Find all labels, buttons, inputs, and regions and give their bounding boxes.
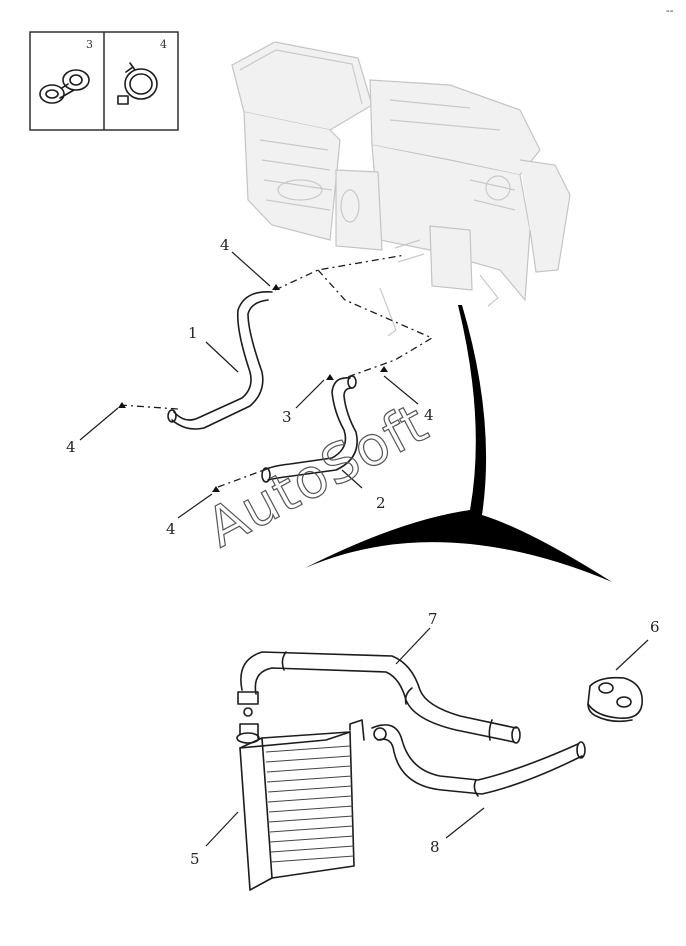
corner-mark: --	[666, 4, 674, 17]
callout-4-top: 4	[220, 236, 230, 254]
detail-transition-swoop	[305, 305, 612, 582]
callout-numbers: 1 2 3 4 4 4 4 5 6 7 8	[66, 236, 660, 868]
callout-4-bottom: 4	[166, 520, 176, 538]
leader-lines	[79, 251, 649, 847]
heater-hose-2	[261, 375, 358, 483]
inset-label-4: 4	[160, 38, 167, 51]
hose-clamp-4-icon	[117, 62, 158, 105]
callout-6: 6	[650, 618, 660, 636]
hvac-housing-ghost	[231, 41, 571, 337]
heater-core-5	[236, 719, 365, 891]
connection-lines	[119, 254, 434, 488]
inset-label-3: 3	[86, 38, 93, 51]
callout-3: 3	[282, 408, 292, 426]
arrow-markers	[118, 284, 388, 492]
grommet-6	[587, 676, 643, 723]
callout-7: 7	[428, 610, 438, 628]
callout-8: 8	[430, 838, 440, 856]
hose-clamp-3-icon	[39, 69, 90, 104]
heater-hose-8	[371, 724, 586, 797]
clamp-inset: 3 4	[29, 31, 179, 131]
callout-5: 5	[190, 850, 200, 868]
callout-4-right: 4	[424, 406, 434, 424]
callout-2: 2	[376, 494, 386, 512]
callout-4-left: 4	[66, 438, 76, 456]
heater-hose-7	[237, 651, 521, 744]
callout-1: 1	[188, 324, 198, 342]
heater-hose-1	[167, 291, 273, 430]
